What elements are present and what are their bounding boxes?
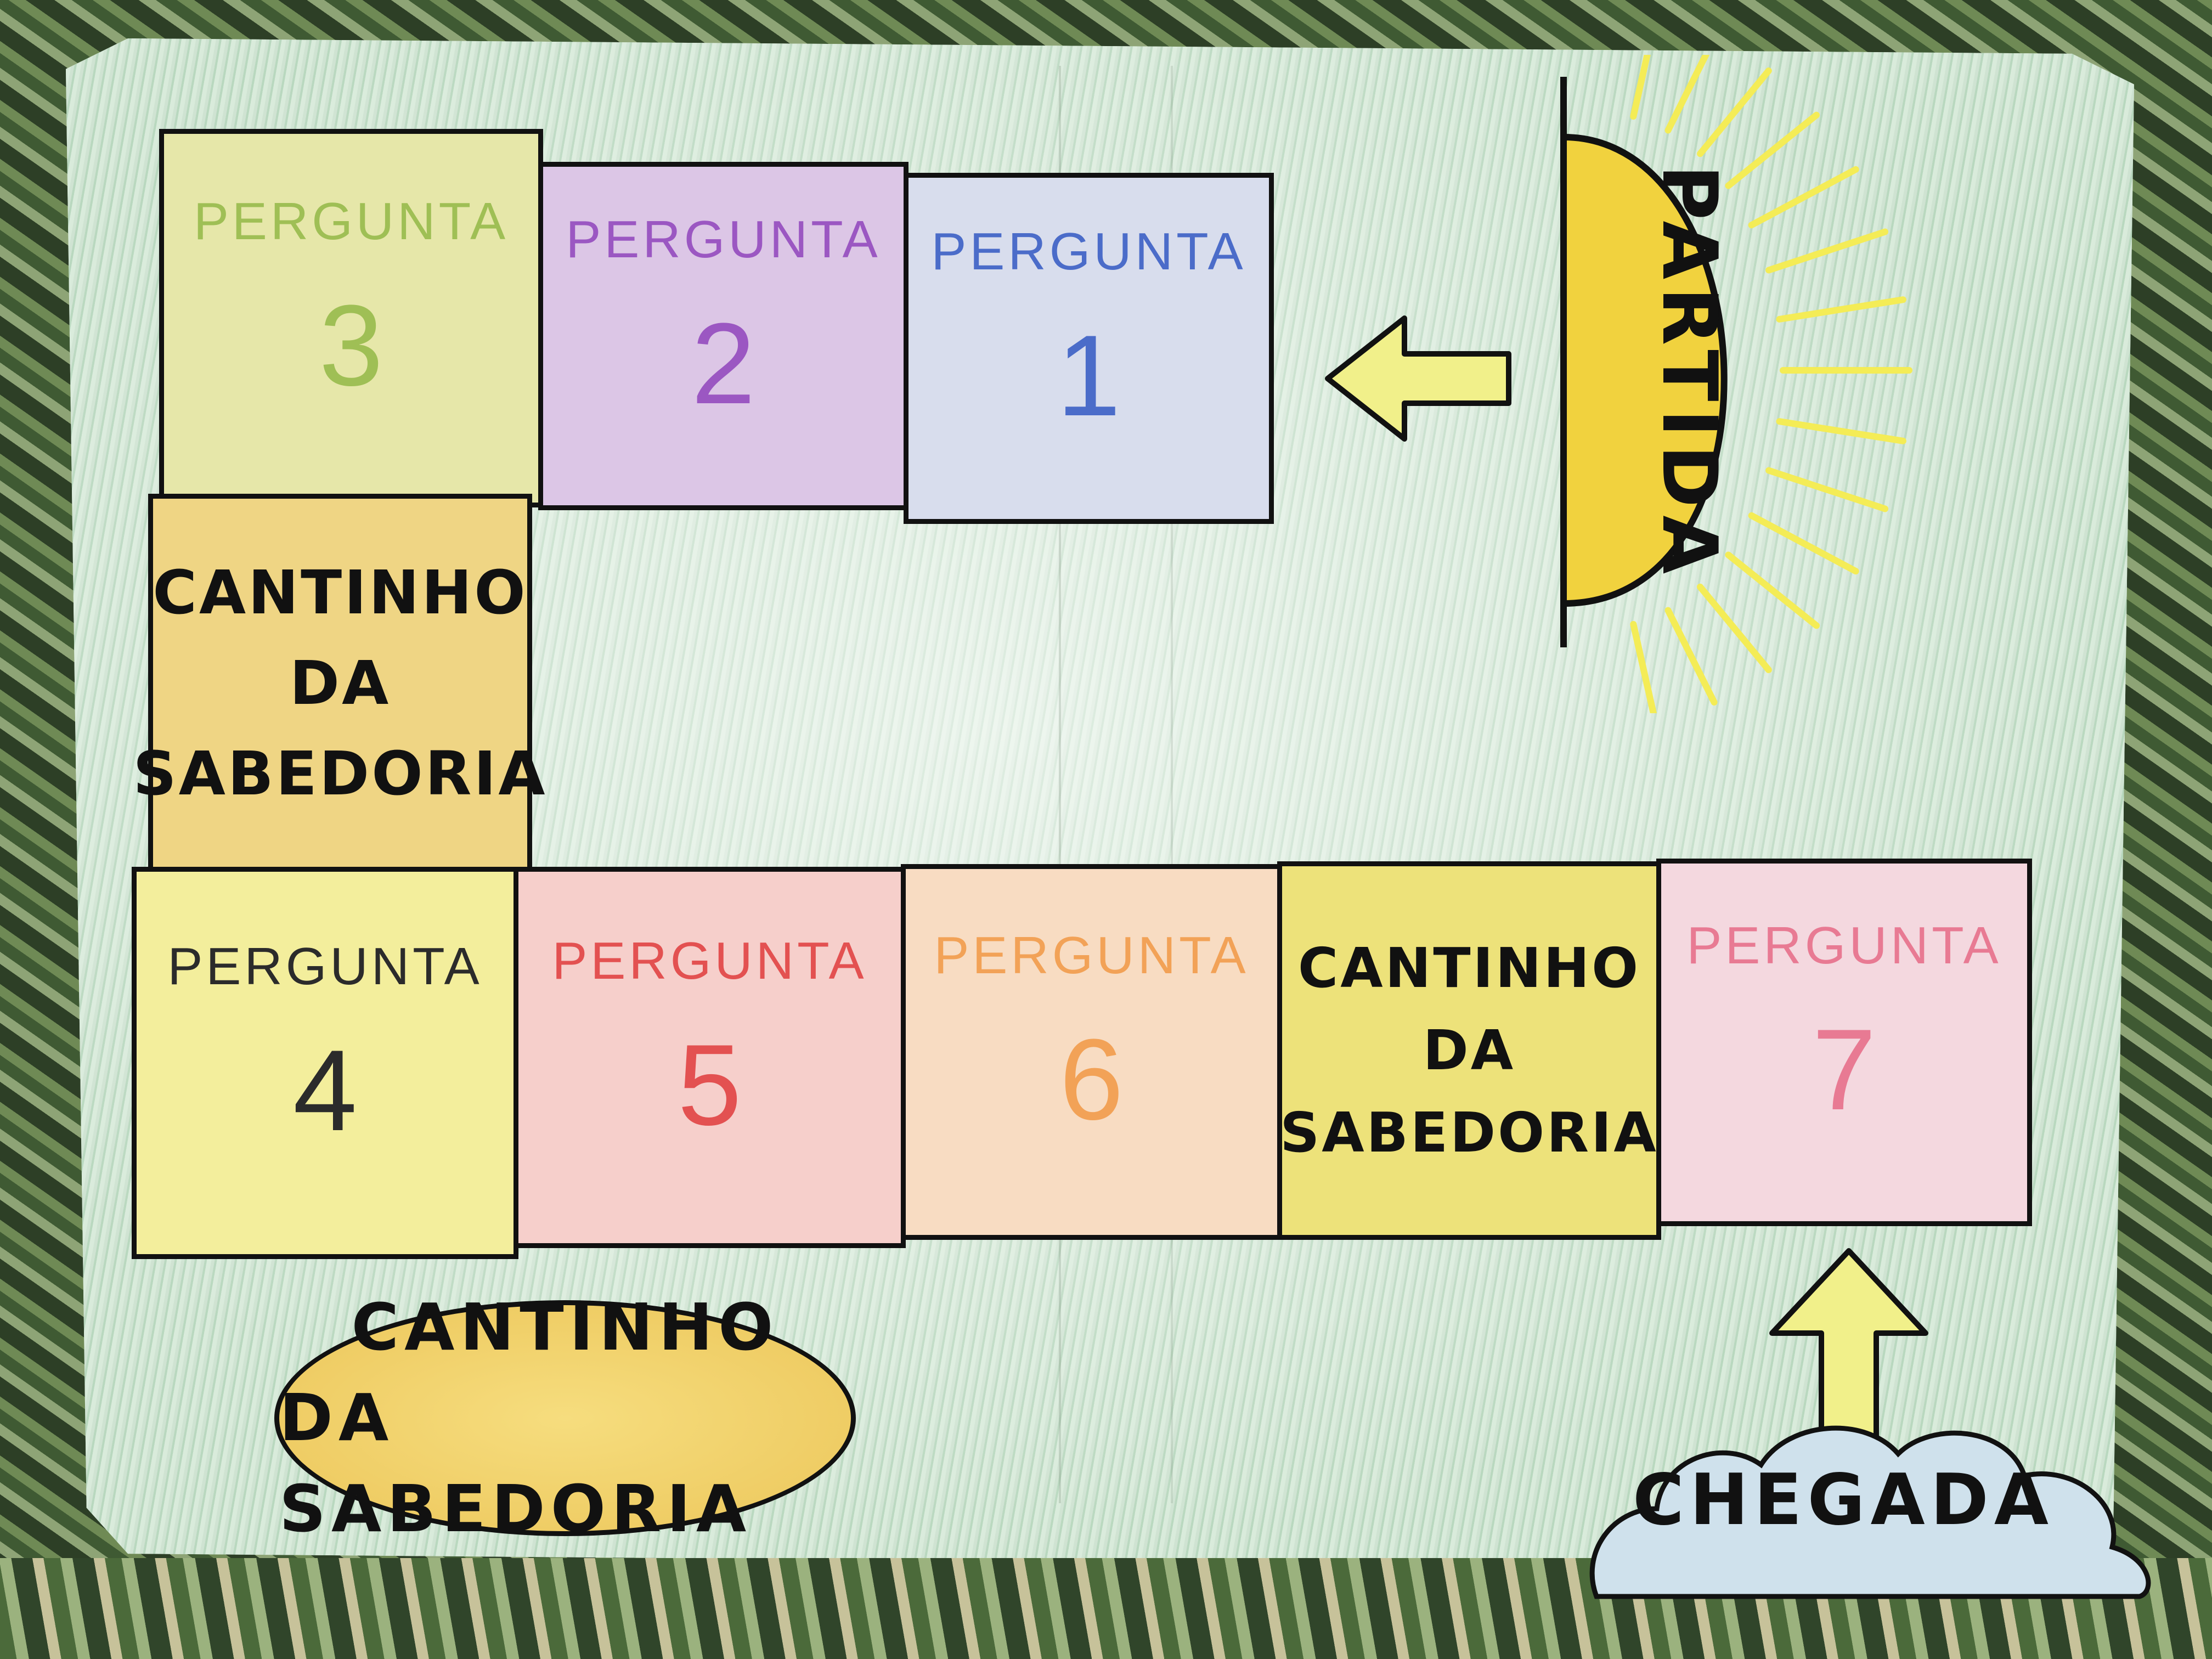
sun-ray	[1765, 228, 1889, 274]
square-label: PERGUNTA	[193, 192, 509, 251]
sun-ray	[1748, 166, 1859, 229]
wisdom-line-3: SABEDORIA	[133, 738, 548, 809]
square-label: PERGUNTA	[167, 936, 483, 996]
legend-line-2: DA SABEDORIA	[279, 1380, 752, 1547]
sun-ray	[1776, 296, 1906, 323]
square-number: 1	[1057, 311, 1121, 440]
sun-icon	[1560, 55, 1912, 713]
square-pergunta-6[interactable]: PERGUNTA 6	[901, 864, 1282, 1240]
legend-oval: CANTINHO DA SABEDORIA	[274, 1289, 856, 1547]
square-cantinho-da-sabedoria-2[interactable]: CANTINHO DA SABEDORIA	[1277, 861, 1661, 1240]
square-number: 3	[319, 281, 383, 410]
cloud-icon	[1589, 1425, 2151, 1599]
square-number: 6	[1059, 1014, 1124, 1144]
start-label: PARTIDA	[1645, 165, 1734, 582]
finish-label: CHEGADA	[1633, 1459, 2054, 1541]
square-pergunta-2[interactable]: PERGUNTA 2	[538, 162, 909, 510]
square-cantinho-da-sabedoria[interactable]: CANTINHO DA SABEDORIA	[133, 494, 545, 872]
arrow-up-icon	[1769, 1248, 1928, 1451]
sun-ray	[1725, 111, 1820, 189]
square-pergunta-5[interactable]: PERGUNTA 5	[514, 867, 906, 1248]
square-number: 2	[691, 298, 755, 428]
sun-ray	[1630, 55, 1651, 120]
wisdom-line-2: DA	[1423, 1018, 1516, 1082]
square-number: 4	[293, 1025, 357, 1155]
square-pergunta-1[interactable]: PERGUNTA 1	[904, 173, 1274, 524]
square-pergunta-4[interactable]: PERGUNTA 4	[132, 867, 518, 1259]
sun-ray	[1697, 67, 1772, 157]
square-pergunta-7[interactable]: PERGUNTA 7	[1656, 859, 2032, 1226]
legend-line-1: CANTINHO	[351, 1289, 779, 1365]
sun-ray	[1697, 583, 1772, 674]
square-label: PERGUNTA	[552, 931, 867, 990]
wisdom-line-2: DA	[289, 647, 391, 718]
sun-ray	[1664, 607, 1718, 706]
sun-ray	[1725, 551, 1820, 629]
sun-ray	[1630, 620, 1657, 713]
sun-ray	[1664, 55, 1710, 134]
square-label: PERGUNTA	[931, 222, 1246, 281]
sun-ray	[1776, 418, 1906, 444]
wisdom-line-1: CANTINHO	[153, 557, 528, 628]
sun-ray	[1765, 467, 1889, 512]
wisdom-line-1: CANTINHO	[1297, 936, 1641, 1000]
square-label: PERGUNTA	[934, 926, 1249, 985]
square-pergunta-3[interactable]: PERGUNTA 3	[159, 129, 543, 507]
square-number: 7	[1812, 1005, 1876, 1134]
square-label: PERGUNTA	[566, 210, 881, 269]
square-label: PERGUNTA	[1686, 916, 2002, 975]
wisdom-line-3: SABEDORIA	[1280, 1101, 1658, 1165]
sun-ray	[1748, 512, 1859, 575]
square-number: 5	[678, 1020, 742, 1149]
arrow-left-icon	[1325, 315, 1511, 442]
poster-fold-line	[1059, 66, 1173, 1503]
